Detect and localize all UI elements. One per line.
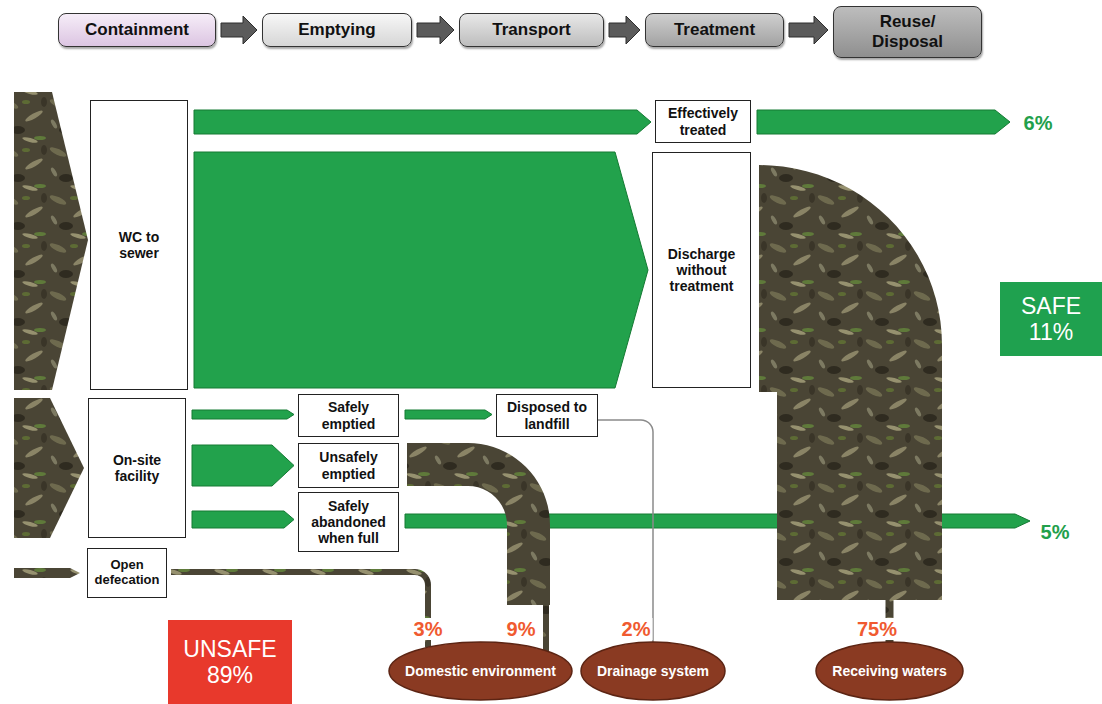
node-text: Effectively treated: [659, 105, 747, 137]
stage-box: Containment: [58, 13, 216, 47]
process-box: Safely emptied: [298, 394, 399, 437]
flow-arrow: [192, 445, 294, 486]
flow-arrow: [405, 410, 492, 419]
flow-arrow: [757, 110, 1010, 134]
node-text: Open defecation: [91, 558, 163, 588]
percentage-label: 3%: [412, 618, 445, 640]
node-text: Emptying: [298, 20, 375, 40]
step-arrow: [417, 16, 454, 44]
ellipse-shape: [581, 642, 725, 700]
node-text: Safely emptied: [302, 399, 395, 431]
node-text: Discharge without treatment: [656, 246, 747, 294]
node-text: Transport: [492, 20, 570, 40]
percentage-label: 6%: [1022, 112, 1055, 134]
destination-ellipse: Drainage system: [580, 641, 726, 701]
sludge-flow: [759, 165, 942, 642]
destination-ellipse: Receiving waters: [815, 641, 964, 701]
flow-arrow: [192, 511, 294, 528]
node-text: Domestic environment: [405, 663, 556, 679]
leader-line: [598, 420, 653, 642]
process-box: WC to sewer: [90, 100, 188, 390]
percentage-label: 9%: [505, 618, 538, 640]
node-text: UNSAFE 89%: [174, 636, 286, 689]
node-text: Treatment: [674, 20, 755, 40]
process-box: Disposed to landfill: [496, 394, 598, 437]
process-box: Open defecation: [87, 548, 167, 598]
destination-ellipse: Domestic environment: [388, 641, 573, 701]
process-box: Safely abandoned when full: [298, 492, 399, 552]
node-text: On-site facility: [102, 452, 172, 484]
stage-box: Reuse/ Disposal: [833, 6, 982, 58]
percentage-label: 75%: [855, 618, 899, 640]
process-box: Unsafely emptied: [298, 443, 399, 488]
process-box: On-site facility: [88, 398, 186, 538]
node-text: Unsafely emptied: [302, 449, 395, 481]
stage-box: Treatment: [645, 13, 784, 47]
step-arrow: [609, 16, 640, 44]
summary-box: SAFE 11%: [1000, 282, 1102, 356]
node-text: Containment: [85, 20, 189, 40]
flow-arrow: [194, 152, 648, 388]
ellipse-shape: [389, 642, 572, 700]
step-arrow: [789, 16, 828, 44]
node-text: Safely abandoned when full: [302, 498, 395, 546]
percentage-label: 5%: [1039, 521, 1072, 543]
node-text: Receiving waters: [832, 663, 946, 679]
stage-box: Emptying: [262, 13, 412, 47]
inflow-arrow: [14, 568, 80, 578]
node-text: WC to sewer: [104, 229, 174, 261]
ellipse-shape: [816, 642, 963, 700]
inflow-arrow: [14, 398, 84, 538]
summary-box: UNSAFE 89%: [168, 620, 292, 704]
flow-arrow: [194, 110, 651, 134]
step-arrow: [221, 16, 257, 44]
percentage-label: 2%: [620, 618, 653, 640]
stage-box: Transport: [459, 13, 604, 47]
flow-arrow: [192, 410, 294, 419]
process-box: Effectively treated: [655, 100, 751, 143]
process-box: Discharge without treatment: [652, 152, 751, 388]
sludge-flow: [407, 443, 550, 652]
node-text: Disposed to landfill: [500, 399, 594, 431]
node-text: Reuse/ Disposal: [863, 12, 953, 51]
node-text: Drainage system: [597, 663, 709, 679]
inflow-arrow: [14, 92, 88, 390]
node-text: SAFE 11%: [1006, 293, 1096, 346]
